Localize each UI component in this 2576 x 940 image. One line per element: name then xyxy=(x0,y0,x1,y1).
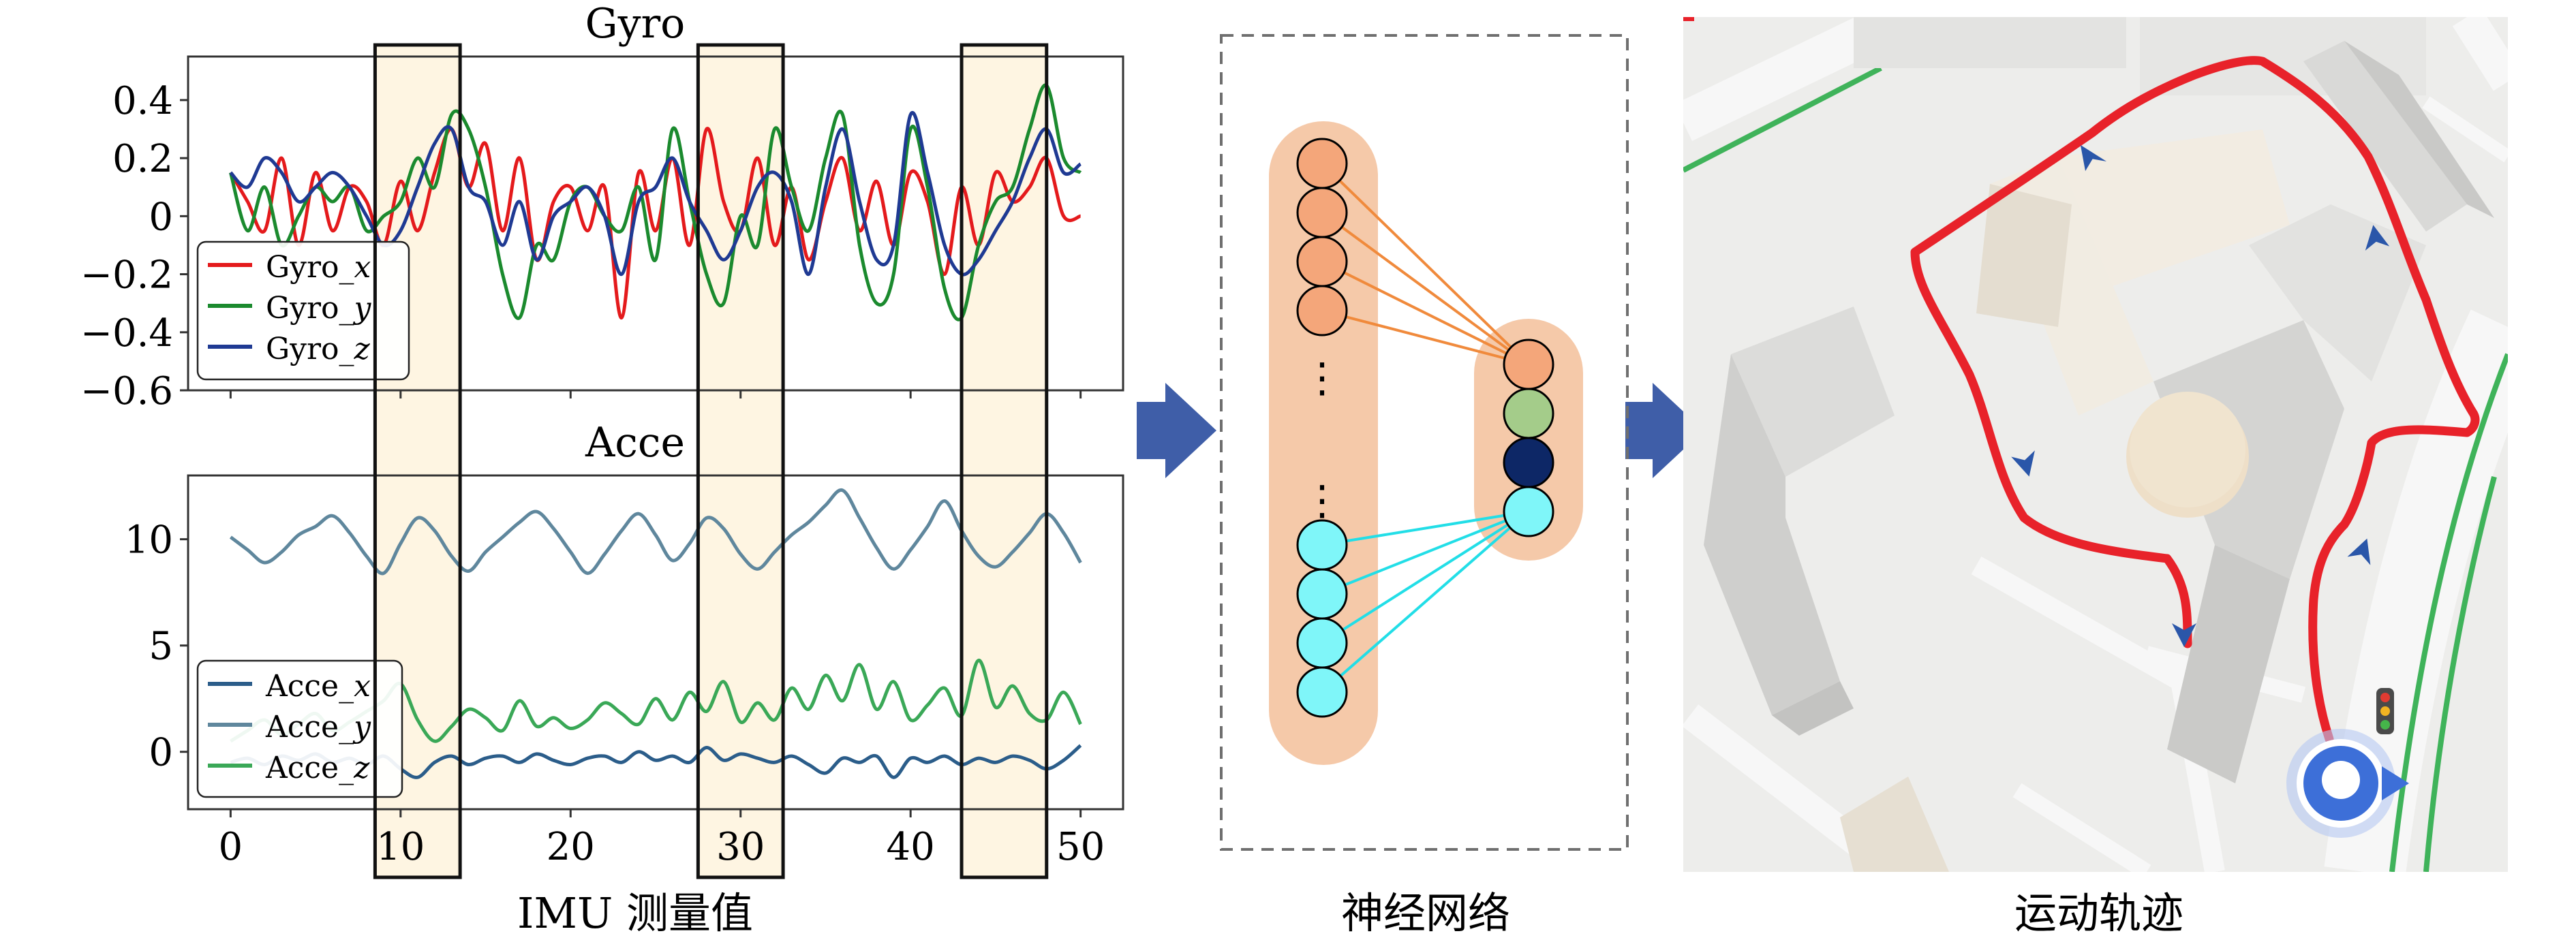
gyro-legend-label: Gyro_y xyxy=(266,291,372,326)
acce-x-axis: 0 10 20 30 40 50 xyxy=(219,390,1105,869)
ellipsis-top: ⋮ xyxy=(1302,354,1343,402)
gyro-title: Gyro xyxy=(585,0,686,48)
gyro-y-tick-label: −0.6 xyxy=(80,369,173,413)
acce-x-tick-label: 30 xyxy=(716,825,765,869)
connection-line xyxy=(1321,260,1529,366)
gyro-legend-label: Gyro_z xyxy=(266,332,371,366)
output-node xyxy=(1503,339,1554,390)
input-node xyxy=(1296,617,1348,669)
buildings xyxy=(1704,17,2494,872)
acce-x-tick-label: 40 xyxy=(887,825,935,869)
acce-y-axis: 10 5 0 xyxy=(125,518,188,775)
input-node xyxy=(1296,666,1348,718)
road xyxy=(2422,96,2508,163)
map-corner-mark xyxy=(1683,17,1694,21)
road xyxy=(1683,17,1890,142)
acce-x-tick-label: 0 xyxy=(219,825,243,869)
road xyxy=(2012,783,2151,872)
road-green-line xyxy=(1683,65,1882,173)
arrow-right-icon xyxy=(1137,383,1216,478)
network-connections xyxy=(1321,162,1530,693)
connection-line xyxy=(1321,510,1530,693)
acce-x-tick-label: 50 xyxy=(1056,825,1105,869)
network-dashed-frame xyxy=(1220,34,1629,851)
caption-network: 神经网络 xyxy=(1340,888,1511,938)
acce-legend-box xyxy=(196,659,403,798)
input-node xyxy=(1296,138,1348,189)
trajectory-map xyxy=(1683,17,2508,872)
output-node xyxy=(1503,437,1554,488)
acce-x-tick-label: 10 xyxy=(376,825,425,869)
highlight-window xyxy=(962,45,1047,877)
location-marker-icon xyxy=(2286,729,2409,838)
road xyxy=(2452,17,2508,91)
acce-y-tick-label: 10 xyxy=(125,518,173,563)
gyro-chart: Gyro 0.40.20−0.2−0.4−0.6 Gyro_xGyro_yGyr… xyxy=(80,0,1124,413)
caption-trajectory: 运动轨迹 xyxy=(2014,888,2184,938)
gyro-legend-label: Gyro_x xyxy=(266,250,371,285)
input-node xyxy=(1296,187,1348,238)
direction-arrow-icon xyxy=(2080,144,2107,172)
imu-charts: Gyro 0.40.20−0.2−0.4−0.6 Gyro_xGyro_yGyr… xyxy=(80,0,1124,879)
gyro-y-tick-label: −0.2 xyxy=(80,253,173,298)
road xyxy=(1971,556,2225,872)
direction-arrow-icon xyxy=(2172,623,2196,647)
acce-legend-label: Acce_x xyxy=(265,669,371,704)
direction-arrow-icon xyxy=(2011,450,2035,477)
connection-line xyxy=(1321,211,1530,366)
direction-arrows xyxy=(2011,144,2390,647)
connection-line xyxy=(1321,510,1529,595)
output-node xyxy=(1503,388,1554,439)
acce-y-tick-label: 5 xyxy=(149,625,173,669)
connection-line xyxy=(1321,162,1530,366)
input-node xyxy=(1296,285,1348,336)
acce-x-tick-label: 20 xyxy=(547,825,595,869)
arrow-right-icon xyxy=(1625,383,1704,478)
output-node xyxy=(1503,486,1554,537)
gyro-y-tick-label: 0.2 xyxy=(112,137,173,181)
connection-line xyxy=(1321,309,1529,366)
connection-line xyxy=(1321,510,1529,546)
direction-arrow-icon xyxy=(2365,225,2390,251)
acce-legend-label: Acce_y xyxy=(265,710,371,745)
gyro-series-line xyxy=(228,83,1082,322)
road-green-line xyxy=(2389,353,2508,872)
highlight-window-border xyxy=(696,43,785,879)
gyro-axes-frame xyxy=(187,55,1124,392)
highlight-window-border xyxy=(960,43,1049,879)
ellipsis-bottom: ⋮ xyxy=(1302,477,1343,524)
connection-line xyxy=(1321,510,1530,644)
gyro-y-tick-label: −0.4 xyxy=(80,311,173,356)
caption-imu: IMU 测量值 xyxy=(517,888,753,938)
neural-network-diagram: ⋮ ⋮ xyxy=(1220,34,1629,851)
direction-arrow-icon xyxy=(2347,538,2371,565)
highlight-window-outlines xyxy=(373,43,1049,879)
road-green-line xyxy=(2423,475,2497,872)
acce-legend-label: Acce_z xyxy=(265,751,370,785)
acce-series-line xyxy=(229,488,1082,576)
traffic-light-icon xyxy=(2376,688,2394,734)
gyro-y-tick-label: 0.4 xyxy=(112,79,173,123)
input-node xyxy=(1296,519,1348,571)
highlight-window xyxy=(698,45,784,877)
gyro-y-axis: 0.4 0.2 0 −0.2 −0.4 −0.6 xyxy=(80,79,188,413)
acce-title: Acce xyxy=(585,419,685,467)
input-node xyxy=(1296,568,1348,620)
input-node xyxy=(1296,236,1348,287)
acce-y-tick-label: 0 xyxy=(149,731,173,775)
input-layer-band xyxy=(1269,121,1378,765)
highlight-window-border xyxy=(373,43,462,879)
network-nodes xyxy=(1296,138,1554,718)
trajectory-route xyxy=(1910,56,2480,744)
gyro-y-tick-label: 0 xyxy=(149,195,173,239)
acce-axes-frame xyxy=(187,474,1124,811)
